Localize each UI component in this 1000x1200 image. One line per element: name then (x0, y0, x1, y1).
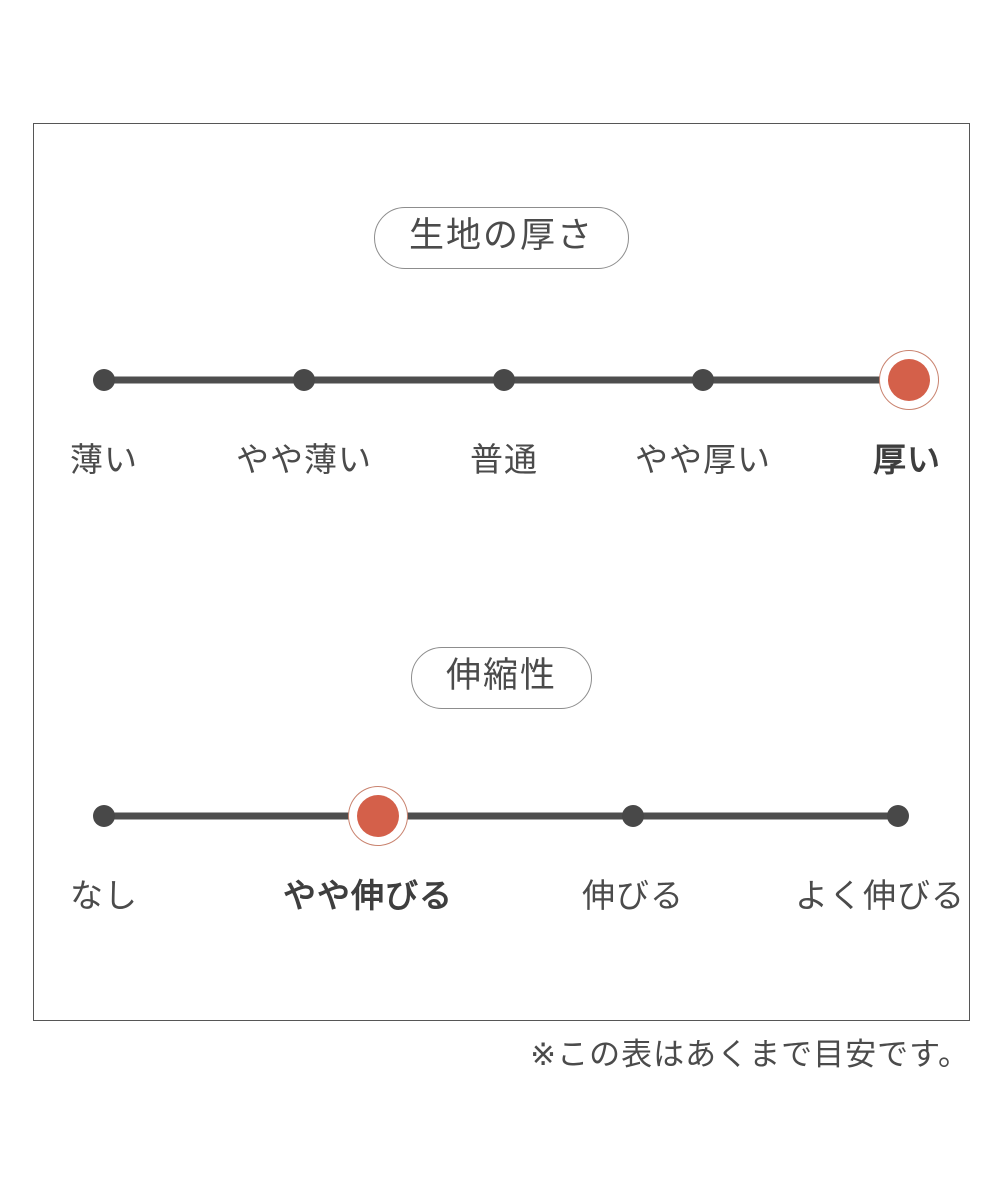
section-title-stretch: 伸縮性 (410, 647, 592, 709)
scale-label-0: なし (70, 876, 138, 915)
scale-node-3[interactable] (887, 805, 909, 827)
spec-chart-frame: 生地の厚さ 薄い やや薄い 普通 やや厚い 厚い 伸縮性 なし やや伸びる 伸び… (33, 123, 970, 1021)
scale-label-2: 普通 (470, 440, 538, 479)
section-title-fabric-thickness-wrap: 生地の厚さ (34, 207, 969, 269)
scale-node-1[interactable] (293, 369, 315, 391)
section-title-stretch-wrap: 伸縮性 (34, 647, 969, 709)
scale-label-0: 薄い (70, 440, 138, 479)
scale-label-2: 伸びる (582, 876, 684, 915)
disclaimer-note: ※この表はあくまで目安です。 (530, 1037, 970, 1073)
scale-node-2[interactable] (493, 369, 515, 391)
scale-node-0[interactable] (93, 805, 115, 827)
scale-track (104, 812, 899, 820)
scale-node-0[interactable] (93, 369, 115, 391)
scale-node-1-selected[interactable] (357, 795, 399, 837)
scale-node-2[interactable] (622, 805, 644, 827)
scale-label-3: よく伸びる (795, 876, 965, 915)
section-title-fabric-thickness: 生地の厚さ (373, 207, 629, 269)
scale-node-4-selected[interactable] (888, 359, 930, 401)
scale-node-3[interactable] (692, 369, 714, 391)
scale-label-1-selected: やや伸びる (283, 876, 453, 915)
scale-stretch: なし やや伸びる 伸びる よく伸びる (34, 795, 969, 936)
scale-label-1: やや薄い (236, 440, 372, 479)
scale-label-4-selected: 厚い (873, 440, 941, 479)
scale-label-3: やや厚い (635, 440, 771, 479)
scale-fabric-thickness: 薄い やや薄い 普通 やや厚い 厚い (34, 359, 969, 500)
